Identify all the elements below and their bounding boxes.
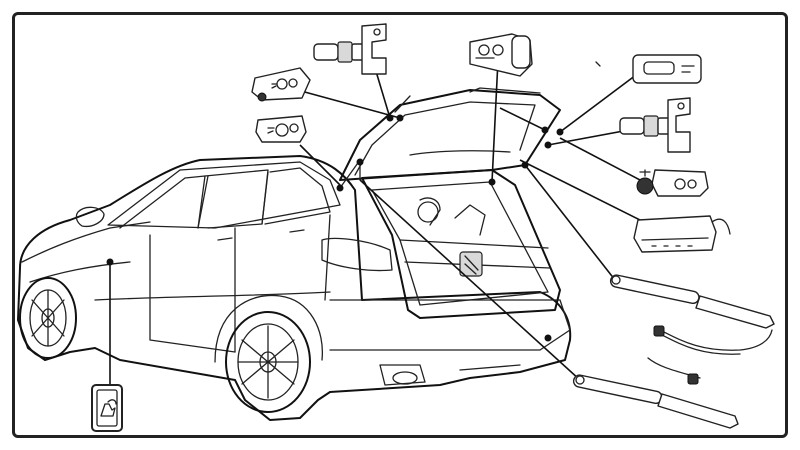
ball-stud-icon xyxy=(636,169,709,197)
suv-vehicle xyxy=(17,87,572,421)
center-sensor-mark xyxy=(595,61,601,67)
module-icon xyxy=(633,215,731,253)
leader-lines xyxy=(109,57,641,395)
harness-icon xyxy=(647,325,773,385)
hand-switch-icon xyxy=(91,384,123,432)
latch-icon xyxy=(313,23,387,75)
strut-icon xyxy=(609,274,775,329)
hinge-bracket-icon xyxy=(251,67,311,102)
strut-icon xyxy=(572,374,739,429)
strut-mount-icon xyxy=(255,115,307,143)
hinge-bracket-icon xyxy=(469,33,533,77)
switch-icon xyxy=(632,54,702,84)
latch-icon xyxy=(619,97,691,153)
connection-points xyxy=(106,114,564,342)
